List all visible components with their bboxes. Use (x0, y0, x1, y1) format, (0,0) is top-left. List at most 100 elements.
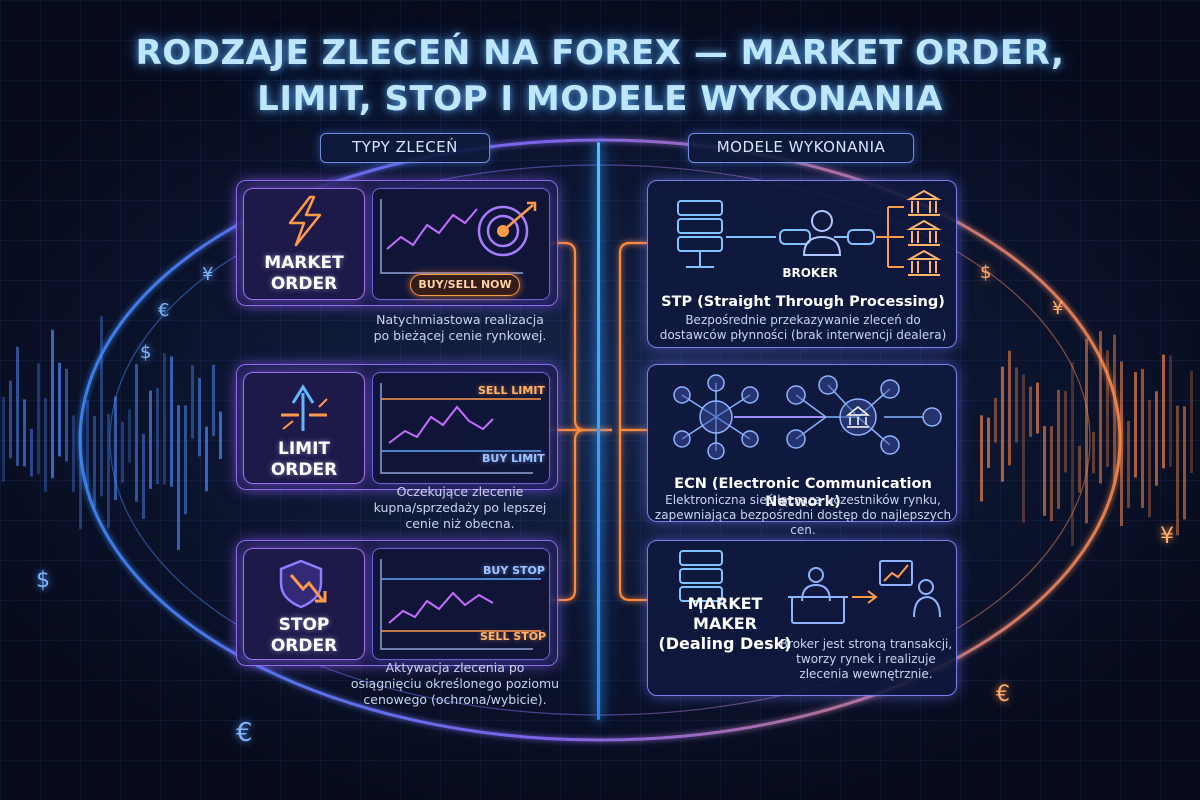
candle (23, 399, 26, 467)
limit-chart-graphic (380, 383, 541, 474)
candle (1043, 426, 1046, 516)
center-divider (597, 142, 600, 720)
server-icon (679, 550, 723, 613)
candle (107, 413, 110, 528)
stop-order-title-1: STOP (278, 615, 330, 635)
candle (177, 405, 180, 550)
candle (1022, 374, 1025, 523)
limit-order-desc-2: kupna/sprzedaży po lepszej (373, 500, 547, 515)
market-order-description: Natychmiastowa realizacja po bieżącej ce… (360, 312, 560, 344)
candle (44, 397, 47, 492)
broker-label: BROKER (782, 266, 838, 280)
sell-stop-label: SELL STOP (480, 630, 547, 643)
ecn-description: Elektroniczna sieć łącząca uczestników r… (648, 493, 958, 538)
mm-desc-1: Broker jest stroną transakcji, (779, 637, 953, 651)
mm-desc-3: zlecenia wewnętrznie. (799, 667, 933, 681)
market-order-desc-2: po bieżącej cenie rynkowej. (373, 328, 547, 343)
candle (9, 380, 12, 459)
stop-order-desc-3: cenowego (ochrona/wybicie). (363, 692, 547, 707)
market-maker-diagram (679, 550, 941, 624)
candle (198, 378, 201, 457)
dealer-desk-icon (788, 567, 848, 624)
mm-title-3: (Dealing Desk) (658, 634, 792, 653)
lightning-icon (288, 195, 322, 247)
candle (135, 364, 138, 502)
candle (1134, 372, 1137, 478)
limit-order-desc-1: Oczekujące zlecenie (396, 484, 524, 499)
candle (100, 316, 103, 497)
buy-sell-now-button[interactable]: BUY/SELL NOW (410, 274, 520, 296)
candle (1015, 367, 1018, 443)
candle (149, 390, 152, 489)
euro-symbol: € (158, 300, 170, 321)
market-maker-card: Broker jest stroną transakcji, tworzy ry… (647, 540, 957, 696)
yen-symbol: ¥ (202, 264, 214, 285)
buy-stop-label: BUY STOP (483, 564, 545, 577)
market-chart-graphic (380, 199, 537, 274)
candle (1050, 426, 1053, 522)
stop-order-description: Aktywacja zlecenia po osiągnięciu określ… (350, 660, 560, 708)
stp-card: STP (Straight Through Processing) Bezpoś… (647, 180, 957, 348)
stop-order-desc-2: osiągnięciu określonego poziomu (350, 676, 560, 691)
stp-desc-1: Bezpośrednie przekazywanie zleceń do (685, 313, 921, 327)
candle (1113, 334, 1116, 485)
candle (121, 421, 124, 483)
shield-icon (279, 559, 327, 609)
stop-order-desc-1: Aktywacja zlecenia po (385, 660, 525, 675)
candle (1036, 382, 1039, 434)
market-order-title-2: ORDER (270, 274, 338, 294)
broker-icon (802, 210, 842, 256)
stop-chart-graphic (380, 559, 541, 650)
page-title-line-1: RODZAJE ZLECEŃ NA FOREX — MARKET ORDER, (135, 33, 1065, 73)
mm-title-1: MARKET (687, 594, 763, 613)
candle (205, 426, 208, 492)
candle (1183, 406, 1186, 520)
candle (987, 417, 990, 468)
candle (219, 411, 222, 459)
candle (1148, 399, 1151, 518)
section-label-order-types: TYPY ZLECEŃ (320, 133, 490, 163)
candle (142, 433, 145, 519)
market-order-title-1: MARKET (264, 253, 344, 273)
limit-order-chart (372, 372, 550, 484)
mm-title-2: MAKER (693, 614, 757, 633)
candle (212, 364, 215, 437)
ecn-title: ECN (Electronic Communication Network) (674, 476, 932, 510)
mm-desc-2: tworzy rynek i realizuje (796, 652, 936, 666)
dollar-symbol: $ (36, 568, 50, 593)
section-label-execution-models: MODELE WYKONANIA (688, 133, 914, 163)
network-nodes (673, 374, 942, 460)
market-order-desc-1: Natychmiastowa realizacja (376, 312, 544, 327)
market-maker-title: MARKET MAKER (Dealing Desk) (655, 594, 795, 654)
limit-order-icon-card: LIMIT ORDER (243, 372, 365, 484)
sell-limit-label: SELL LIMIT (478, 384, 545, 397)
candle (86, 400, 89, 488)
candle (1001, 366, 1004, 482)
candle (1127, 420, 1130, 508)
candle (1099, 331, 1102, 484)
candle (1120, 361, 1123, 527)
candle (191, 365, 194, 439)
buy-limit-label: BUY LIMIT (482, 452, 545, 465)
candle (37, 363, 40, 475)
candle (1008, 350, 1011, 466)
outer-ring (78, 138, 1122, 742)
candle (1064, 391, 1067, 473)
stop-order-title-2: ORDER (270, 636, 338, 656)
candle (156, 387, 159, 485)
market-maker-description: Broker jest stroną transakcji, tworzy ry… (778, 637, 954, 682)
stp-description: Bezpośrednie przekazywanie zleceń do dos… (648, 313, 958, 343)
server-icon (677, 200, 723, 268)
candle (2, 396, 5, 482)
dollar-symbol: $ (140, 342, 152, 363)
candle (1057, 389, 1060, 509)
ecn-desc-2: zapewniająca bezpośredni dostęp do najle… (654, 508, 952, 537)
candle (1176, 405, 1179, 536)
candle (1169, 355, 1172, 467)
candle (16, 346, 19, 466)
candle (1162, 354, 1165, 469)
page-title-line-2: LIMIT, STOP I MODELE WYKONANIA (257, 79, 943, 119)
yen-symbol: ¥ (1160, 524, 1174, 549)
candle (114, 396, 117, 501)
stp-title: STP (Straight Through Processing) (661, 294, 945, 310)
